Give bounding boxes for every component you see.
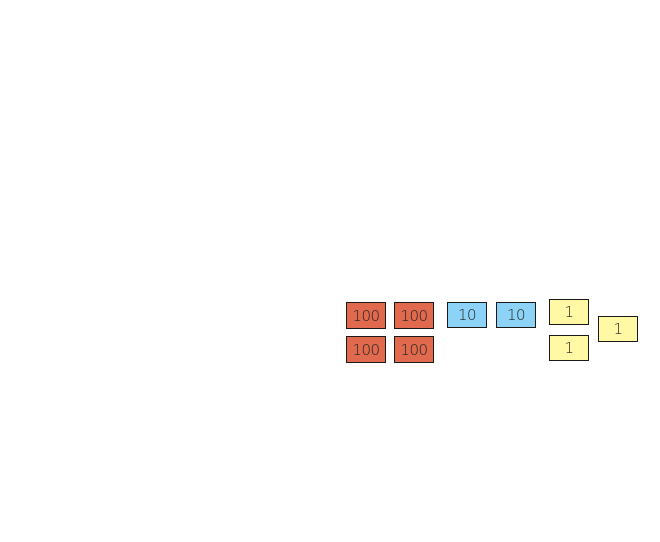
ten-tile[interactable]: 10	[496, 302, 536, 328]
one-tile[interactable]: 1	[549, 335, 589, 361]
one-tile[interactable]: 1	[549, 299, 589, 325]
hundred-tile[interactable]: 100	[346, 336, 386, 363]
ten-tile[interactable]: 10	[447, 302, 487, 328]
hundred-tile[interactable]: 100	[394, 302, 434, 329]
hundred-tile[interactable]: 100	[394, 336, 434, 363]
one-tile[interactable]: 1	[598, 316, 638, 342]
hundred-tile[interactable]: 100	[346, 302, 386, 329]
